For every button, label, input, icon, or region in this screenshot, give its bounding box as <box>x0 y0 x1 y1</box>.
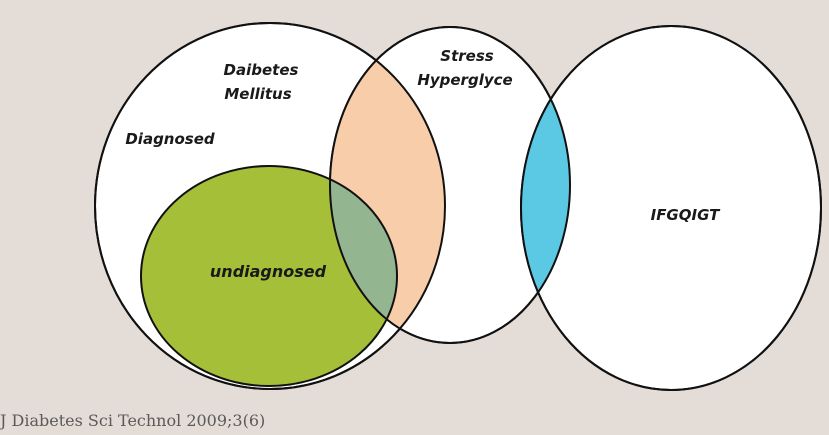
diabetes-mellitus-label-line2: Mellitus <box>224 85 291 103</box>
stress-hyperglycemia-label-line2: Hyperglyce <box>417 71 512 89</box>
ifg-igt-outline <box>520 25 822 391</box>
diabetes-mellitus-outline <box>94 22 446 390</box>
stress-hyperglycemia-outline <box>329 26 571 344</box>
ifg-igt-label: IFGQIGT <box>651 206 722 224</box>
diagnosed-label: Diagnosed <box>125 130 215 148</box>
stress-hyperglycemia-label-line1: Stress <box>440 47 493 65</box>
undiagnosed-stress-overlap-region <box>330 166 397 343</box>
source-citation: J Diabetes Sci Technol 2009;3(6) <box>0 411 266 430</box>
undiagnosed-outline <box>140 165 398 387</box>
diabetes-mellitus-label-line1: Daibetes <box>224 61 299 79</box>
undiagnosed-label: undiagnosed <box>210 262 327 281</box>
